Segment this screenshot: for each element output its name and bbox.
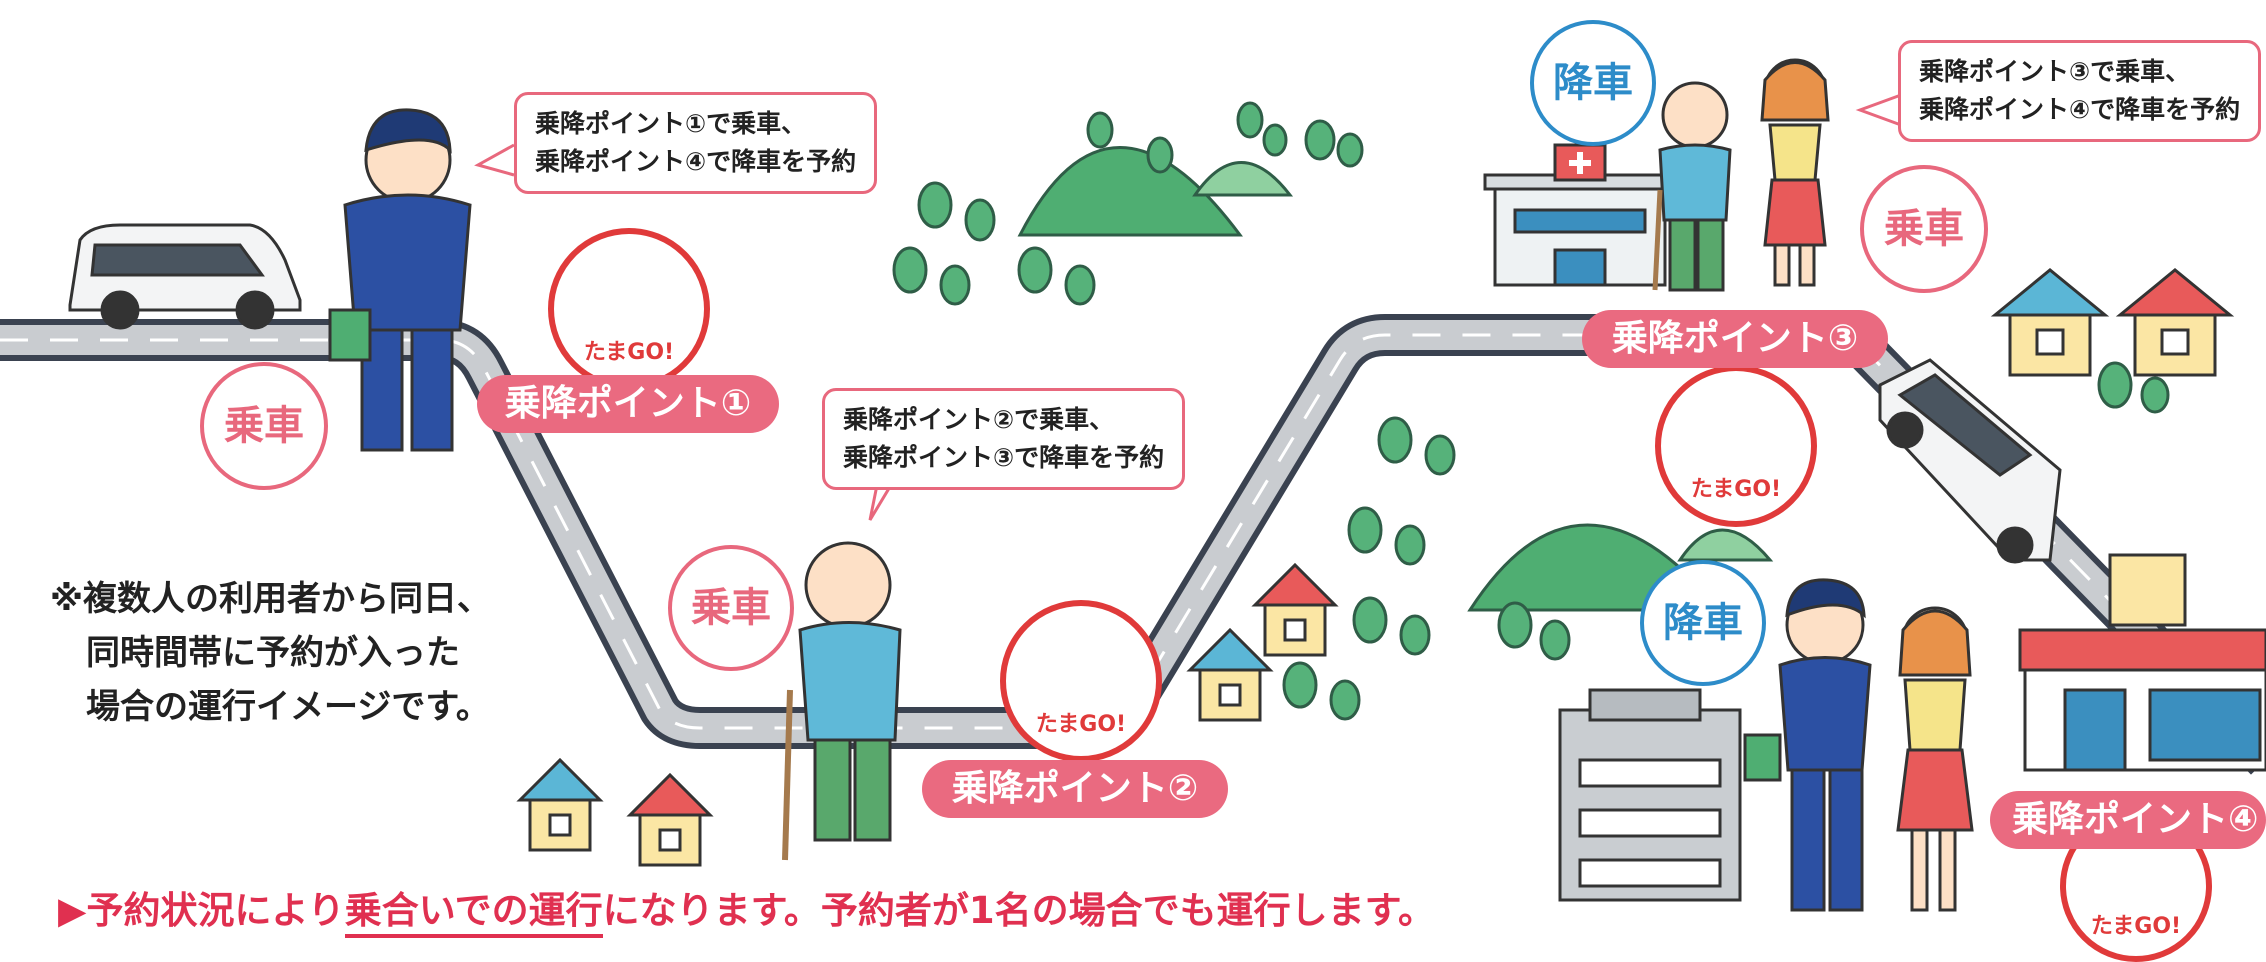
- trees: [892, 101, 2170, 721]
- man-businessman: [328, 108, 472, 452]
- bubble-1-line-1: 乗降ポイント①で乗車、: [535, 109, 807, 138]
- bubble-2-line-1: 乗降ポイント②で乗車、: [843, 405, 1115, 434]
- store: [2018, 553, 2266, 772]
- office-building: [1558, 688, 1742, 902]
- note-text: ※複数人の利用者から同日、 同時間帯に予約が入った 場合の運行イメージです。: [50, 572, 491, 734]
- man-businessman-2: [1743, 578, 1872, 912]
- pickup-point-4: 乗降ポイント④: [1990, 791, 2266, 849]
- bottom-post: になります。予約者が1名の場合でも運行します。: [602, 889, 1435, 932]
- triangle-marker-icon: ▶: [58, 889, 87, 932]
- bottom-pre: 予約状況により: [86, 889, 345, 932]
- bubble-3-line-1: 乗降ポイント③で乗車、: [1919, 57, 2191, 86]
- note-line-1: ※複数人の利用者から同日、: [50, 579, 492, 619]
- note-line-3: 場合の運行イメージです。: [86, 687, 490, 727]
- elderly-man-2: [1652, 81, 1732, 292]
- woman-shopper: [1760, 58, 1830, 287]
- logo-text: たまGO!: [2090, 914, 2182, 939]
- board-label-2: 乗車: [668, 545, 794, 671]
- board-label-1: 乗車: [200, 362, 328, 490]
- bottom-underlined: 乗合いでの運行: [344, 889, 603, 938]
- houses: [516, 268, 2235, 867]
- tamago-logo-1: たまGO!: [548, 228, 710, 390]
- pickup-point-1: 乗降ポイント①: [477, 375, 779, 433]
- speech-bubble-3: 乗降ポイント③で乗車、 乗降ポイント④で降車を予約: [1898, 40, 2262, 142]
- pickup-point-2: 乗降ポイント②: [922, 760, 1228, 818]
- note-line-2: 同時間帯に予約が入った: [86, 633, 460, 673]
- bubble-3-line-2: 乗降ポイント④で降車を予約: [1919, 95, 2241, 124]
- board-label-3: 乗車: [1860, 165, 1988, 293]
- logo-text: たまGO!: [583, 340, 675, 365]
- bubble-2-line-2: 乗降ポイント③で降車を予約: [843, 443, 1165, 472]
- woman-shopper-2: [1896, 606, 1974, 912]
- pickup-point-3: 乗降ポイント③: [1582, 310, 1888, 368]
- tamago-logo-3: たまGO!: [1655, 365, 1817, 527]
- van-right: [1878, 358, 2062, 564]
- speech-bubble-1: 乗降ポイント①で乗車、 乗降ポイント④で降車を予約: [514, 92, 878, 194]
- tamago-logo-2: たまGO!: [1000, 600, 1162, 762]
- alight-label-2: 降車: [1640, 560, 1766, 686]
- hospital: [1483, 143, 1677, 287]
- logo-text: たまGO!: [1035, 712, 1127, 737]
- elderly-man: [782, 541, 902, 861]
- van-left: [68, 223, 302, 330]
- speech-bubble-2: 乗降ポイント②で乗車、 乗降ポイント③で降車を予約: [822, 388, 1186, 490]
- logo-text: たまGO!: [1690, 477, 1782, 502]
- bubble-1-line-2: 乗降ポイント④で降車を予約: [535, 147, 857, 176]
- alight-label-1: 降車: [1530, 20, 1656, 146]
- bottom-message: ▶予約状況により乗合いでの運行になります。予約者が1名の場合でも運行します。: [58, 880, 1435, 938]
